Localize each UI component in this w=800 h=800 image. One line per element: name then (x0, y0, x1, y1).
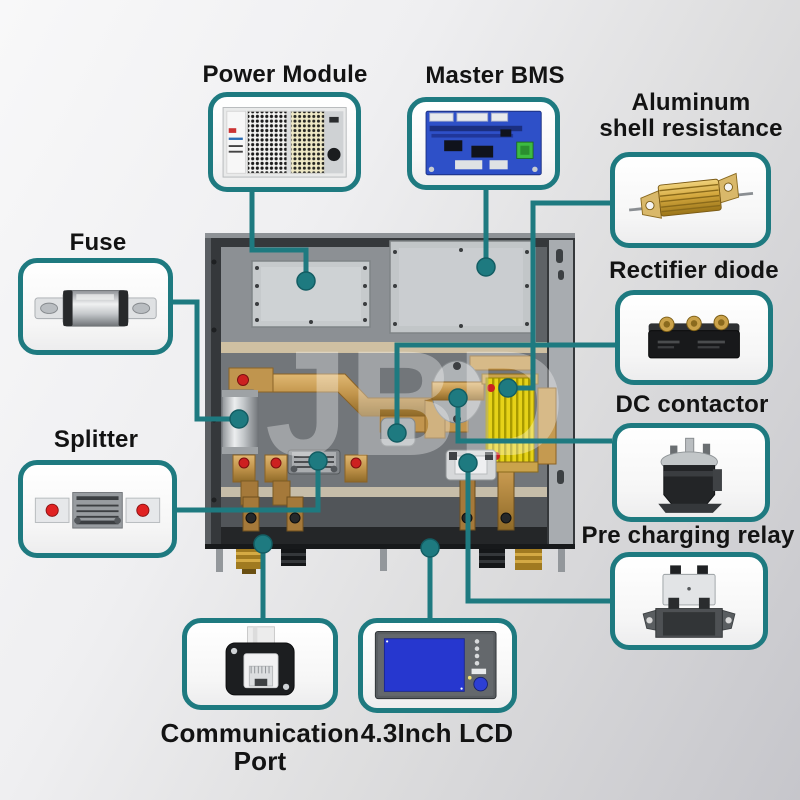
dot-rectifier-diode (387, 423, 407, 443)
connector-splitter (177, 461, 321, 513)
dc-contactor-image (658, 437, 722, 513)
connector-fuse (173, 299, 239, 422)
fuse-label: Fuse (69, 229, 127, 256)
rectifier-diode-callout (615, 290, 773, 385)
aluminum-resistance-callout (610, 152, 771, 248)
pre-charging-relay-callout (610, 552, 768, 650)
device-terminals (216, 549, 565, 574)
connector-pre-charging-relay (465, 463, 610, 604)
communication-port-callout (182, 618, 338, 710)
dot-dc-contactor (448, 388, 468, 408)
splitter-label: Splitter (53, 426, 139, 453)
fuse-callout (18, 258, 173, 355)
communication-port-label: Communication Port (160, 718, 360, 776)
connector-lines (173, 190, 615, 618)
splitter-image (34, 491, 161, 529)
master-bms-image (425, 111, 542, 176)
dot-lcd (420, 538, 440, 558)
dot-communication-port (253, 534, 273, 554)
copper-straps (232, 431, 515, 532)
lcd-callout (358, 618, 517, 713)
rectifier-diode-image (648, 314, 740, 358)
dot-power-module (296, 271, 316, 291)
power-module-label: Power Module (202, 61, 368, 88)
power-module-callout (208, 92, 361, 192)
connector-rectifier-diode (394, 342, 615, 433)
dot-fuse (229, 409, 249, 429)
communication-port-image (225, 626, 295, 696)
aluminum-resistance-image (629, 172, 754, 219)
connector-power-module (249, 192, 309, 281)
lcd-image (374, 630, 497, 699)
dc-contactor-callout (612, 423, 770, 522)
aluminum-resistance-label: Aluminum shell resistance (599, 89, 783, 142)
fuse-image (34, 289, 157, 327)
master-bms-callout (407, 97, 560, 190)
dot-aluminum-resistance (498, 378, 518, 398)
splitter-callout (18, 460, 177, 558)
pre-charging-relay-label: Pre charging relay (581, 522, 795, 549)
power-module-cover-plate (251, 260, 371, 328)
connector-aluminum-resistance (508, 200, 610, 391)
master-bms-label: Master BMS (425, 62, 565, 89)
dc-contactor-label: DC contactor (615, 391, 769, 418)
lcd-label: 4.3Inch LCD (360, 718, 514, 748)
dot-master-bms (476, 257, 496, 277)
rectifier-diode-label: Rectifier diode (609, 257, 779, 284)
power-module-image (222, 106, 347, 178)
dot-pre-charging-relay (458, 453, 478, 473)
connector-dc-contactor (455, 398, 612, 444)
connector-dots (229, 257, 518, 558)
dot-splitter (308, 451, 328, 471)
pre-charging-relay-image (642, 565, 736, 638)
